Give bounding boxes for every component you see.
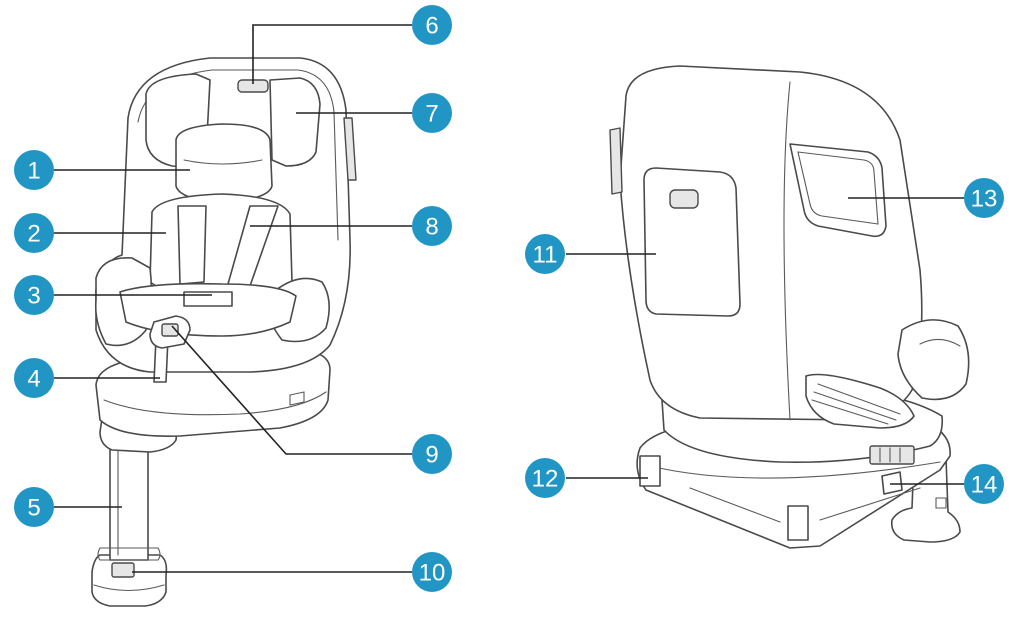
callout-circle xyxy=(964,464,1004,504)
leader-9 xyxy=(171,325,412,455)
callout-number: 2 xyxy=(27,221,40,248)
callout-badge-8: 8 xyxy=(412,206,452,246)
front-view-seat xyxy=(91,57,357,607)
callout-badge-2: 2 xyxy=(14,213,54,253)
callout-badge-4: 4 xyxy=(14,358,54,398)
headrest-pillow xyxy=(175,123,273,203)
back-support-leg xyxy=(890,457,961,543)
callout-circle xyxy=(412,5,452,45)
recline-indicator xyxy=(869,445,915,465)
callout-number: 4 xyxy=(27,366,40,393)
callout-number: 5 xyxy=(27,495,40,522)
callout-badge-7: 7 xyxy=(412,93,452,133)
harness-buckle xyxy=(183,291,233,307)
callout-badge-10: 10 xyxy=(412,552,452,592)
leg-adjust-button xyxy=(111,562,135,578)
callout-number: 9 xyxy=(425,442,438,469)
callout-circle xyxy=(14,358,54,398)
callout-number: 6 xyxy=(425,13,438,40)
callout-circle xyxy=(14,150,54,190)
leader-6 xyxy=(252,24,412,84)
callout-circle xyxy=(412,93,452,133)
isofix-right xyxy=(881,471,903,495)
callout-circle xyxy=(14,275,54,315)
callout-badge-1: 1 xyxy=(14,150,54,190)
callout-badge-9: 9 xyxy=(412,434,452,474)
vent-grille xyxy=(805,373,915,429)
callout-number: 11 xyxy=(533,242,558,269)
headrest-wing-right xyxy=(269,77,321,167)
callout-number: 12 xyxy=(532,466,559,493)
callout-circle xyxy=(412,552,452,592)
callout-circle xyxy=(14,213,54,253)
callout-badge-11: 11 xyxy=(525,234,565,274)
callout-circle xyxy=(525,458,565,498)
callout-circle xyxy=(525,234,565,274)
callout-number: 10 xyxy=(419,560,446,587)
callout-circle xyxy=(964,178,1004,218)
support-leg-foot xyxy=(91,554,168,607)
callout-badge-12: 12 xyxy=(525,458,565,498)
isofix-front xyxy=(787,505,809,541)
back-view-seat xyxy=(609,65,970,549)
back-side-cushion xyxy=(897,319,970,401)
callout-number: 3 xyxy=(27,283,40,310)
callout-number: 13 xyxy=(971,186,998,213)
leader-lines xyxy=(54,24,964,573)
callout-badge-6: 6 xyxy=(412,5,452,45)
callout-number: 14 xyxy=(971,472,998,499)
callout-badge-14: 14 xyxy=(964,464,1004,504)
callout-circle xyxy=(14,487,54,527)
back-pocket-panel xyxy=(643,167,741,317)
callout-badge-3: 3 xyxy=(14,275,54,315)
callout-number: 7 xyxy=(425,101,438,128)
callout-number: 1 xyxy=(27,158,40,185)
callout-number: 8 xyxy=(425,214,438,241)
callout-badge-13: 13 xyxy=(964,178,1004,218)
back-window xyxy=(789,143,887,238)
callout-circle xyxy=(412,206,452,246)
callout-badge-5: 5 xyxy=(14,487,54,527)
pocket-handle xyxy=(669,189,699,209)
shoulder-strap-left xyxy=(177,205,207,285)
isofix-left xyxy=(639,455,661,487)
callout-circle xyxy=(412,434,452,474)
